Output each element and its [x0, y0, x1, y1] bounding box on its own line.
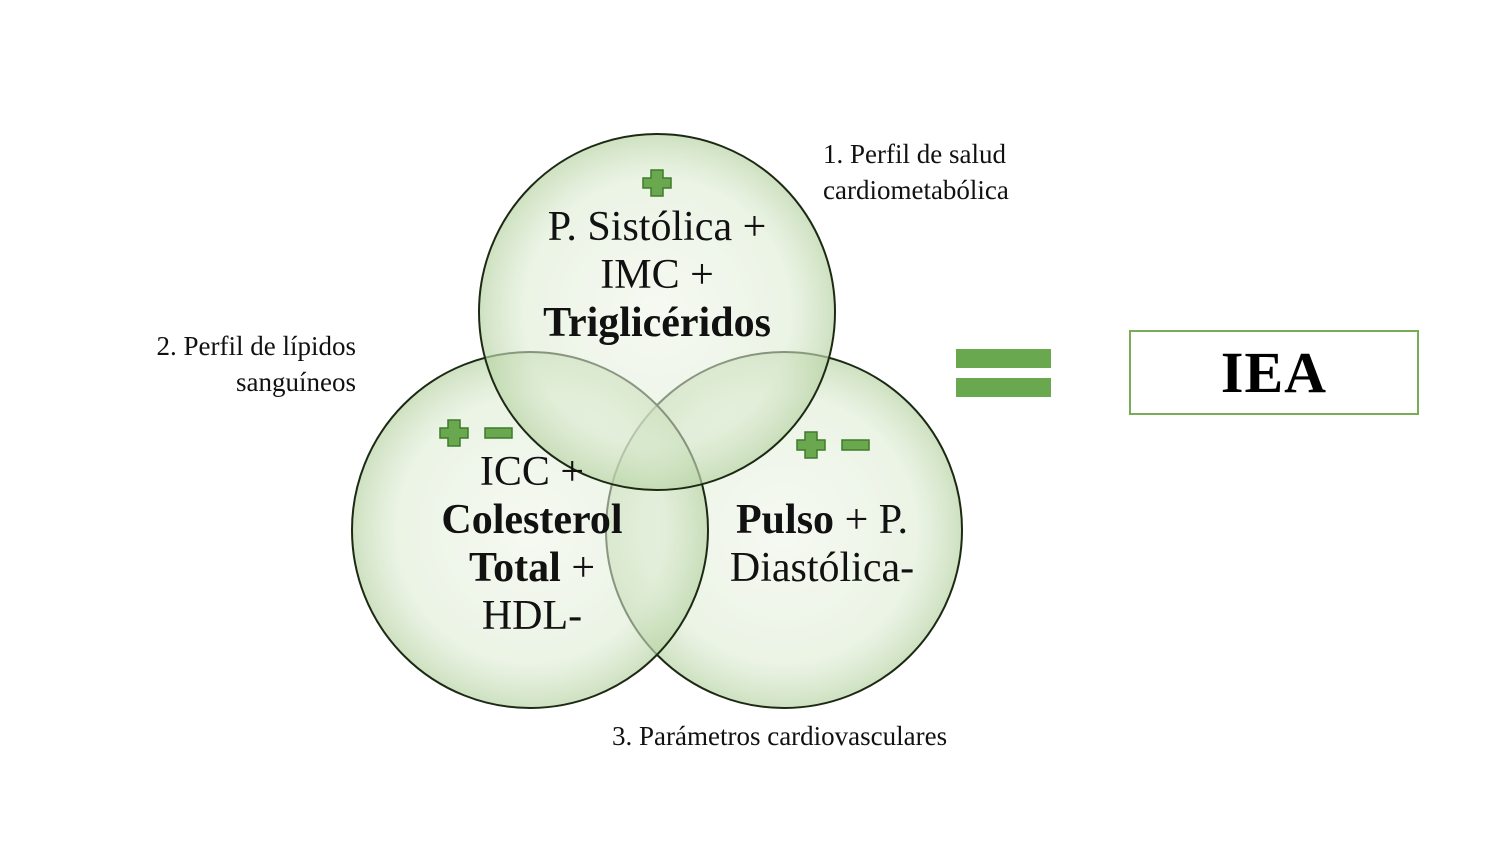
result-label: IEA [1220, 340, 1328, 405]
caption-cardiovascular-parameters: 3. Parámetros cardiovasculares [612, 721, 948, 751]
plus-icon [439, 419, 469, 447]
caption-cardiometabolic-profile: 1. Perfil de salud cardiometabólica [823, 139, 1009, 205]
equals-bar-top [956, 349, 1051, 368]
plus-icon [796, 431, 826, 459]
circle-right-text: Pulso + P. Diastólica- [729, 497, 915, 591]
equals-bar-bottom [956, 378, 1051, 397]
result-box: IEA [1129, 330, 1419, 415]
caption-lipid-profile: 2. Perfil de lípidos sanguíneos [156, 331, 356, 397]
circle-cardiometabolic [478, 133, 836, 491]
circle-left-text: ICC + Colesterol Total + HDL- [441, 449, 623, 639]
minus-icon [484, 427, 513, 439]
minus-icon [841, 439, 870, 451]
circle-top-text: P. Sistólica + IMC + Triglicéridos [543, 204, 771, 346]
plus-icon [642, 169, 672, 197]
